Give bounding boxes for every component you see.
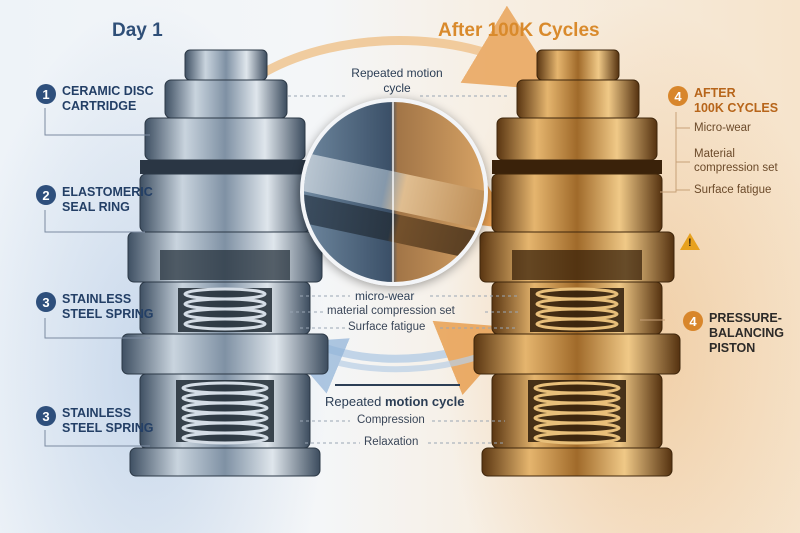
- callout-seal-ring: 2 ELASTOMERIC SEAL RING: [36, 185, 153, 215]
- callout-pressure-piston: 4 PRESSURE- BALANCING PISTON: [683, 311, 784, 356]
- sub-surface-fatigue: Surface fatigue: [694, 184, 772, 196]
- mid-micro-wear: micro-wear: [355, 289, 415, 303]
- worn-cartridge-cylinder: [473, 49, 681, 477]
- callout-spring-upper: 3 STAINLESS STEEL SPRING: [36, 292, 153, 322]
- callout-label: PRESSURE- BALANCING PISTON: [709, 311, 784, 355]
- warning-icon: [680, 233, 700, 250]
- callout-label: CERAMIC DISC CARTRIDGE: [62, 84, 154, 113]
- warning-mark: !: [688, 237, 692, 249]
- callout-number: 1: [36, 84, 56, 104]
- day1-title: Day 1: [112, 20, 163, 41]
- mid-compression-set: material compression set: [327, 305, 455, 317]
- bottom-title-regular: Repeated: [325, 394, 385, 409]
- callout-number: 3: [36, 406, 56, 426]
- callout-label: AFTER 100K CYCLES: [694, 86, 779, 115]
- callout-number: 2: [36, 185, 56, 205]
- top-cycle-label: Repeated motion cycle: [351, 66, 443, 95]
- sub-compression-set: Material compression set: [694, 148, 778, 174]
- callout-number: 4: [668, 86, 688, 106]
- callout-ceramic-disc: 1 CERAMIC DISC CARTRIDGE: [36, 84, 154, 114]
- callout-label: STAINLESS STEEL SPRING: [62, 292, 154, 321]
- callout-spring-lower: 3 STAINLESS STEEL SPRING: [36, 406, 153, 436]
- bottom-relaxation: Relaxation: [364, 436, 419, 448]
- right-leader-lines: [640, 112, 690, 321]
- callout-label: ELASTOMERIC SEAL RING: [62, 185, 153, 214]
- callout-number: 4: [683, 311, 703, 331]
- wear-comparison-closeup: [300, 98, 488, 286]
- bottom-cycle-arrow: [303, 320, 522, 396]
- after-cycles-title: After 100K Cycles: [438, 20, 600, 41]
- bottom-title-bold: motion cycle: [385, 394, 465, 409]
- callout-after-cycles: 4 AFTER 100K CYCLES: [668, 86, 778, 116]
- bottom-cycle-title: Repeated motion cycle: [325, 394, 464, 409]
- callout-label: STAINLESS STEEL SPRING: [62, 406, 154, 435]
- closeup-divider: [392, 102, 394, 282]
- mid-surface-fatigue: Surface fatigue: [348, 321, 426, 333]
- left-leader-lines: [44, 108, 150, 447]
- center-leader-lines: [288, 95, 520, 444]
- bottom-compression: Compression: [357, 414, 425, 426]
- callout-number: 3: [36, 292, 56, 312]
- sub-micro-wear: Micro-wear: [694, 122, 751, 134]
- top-cycle-arrow: [262, 5, 561, 91]
